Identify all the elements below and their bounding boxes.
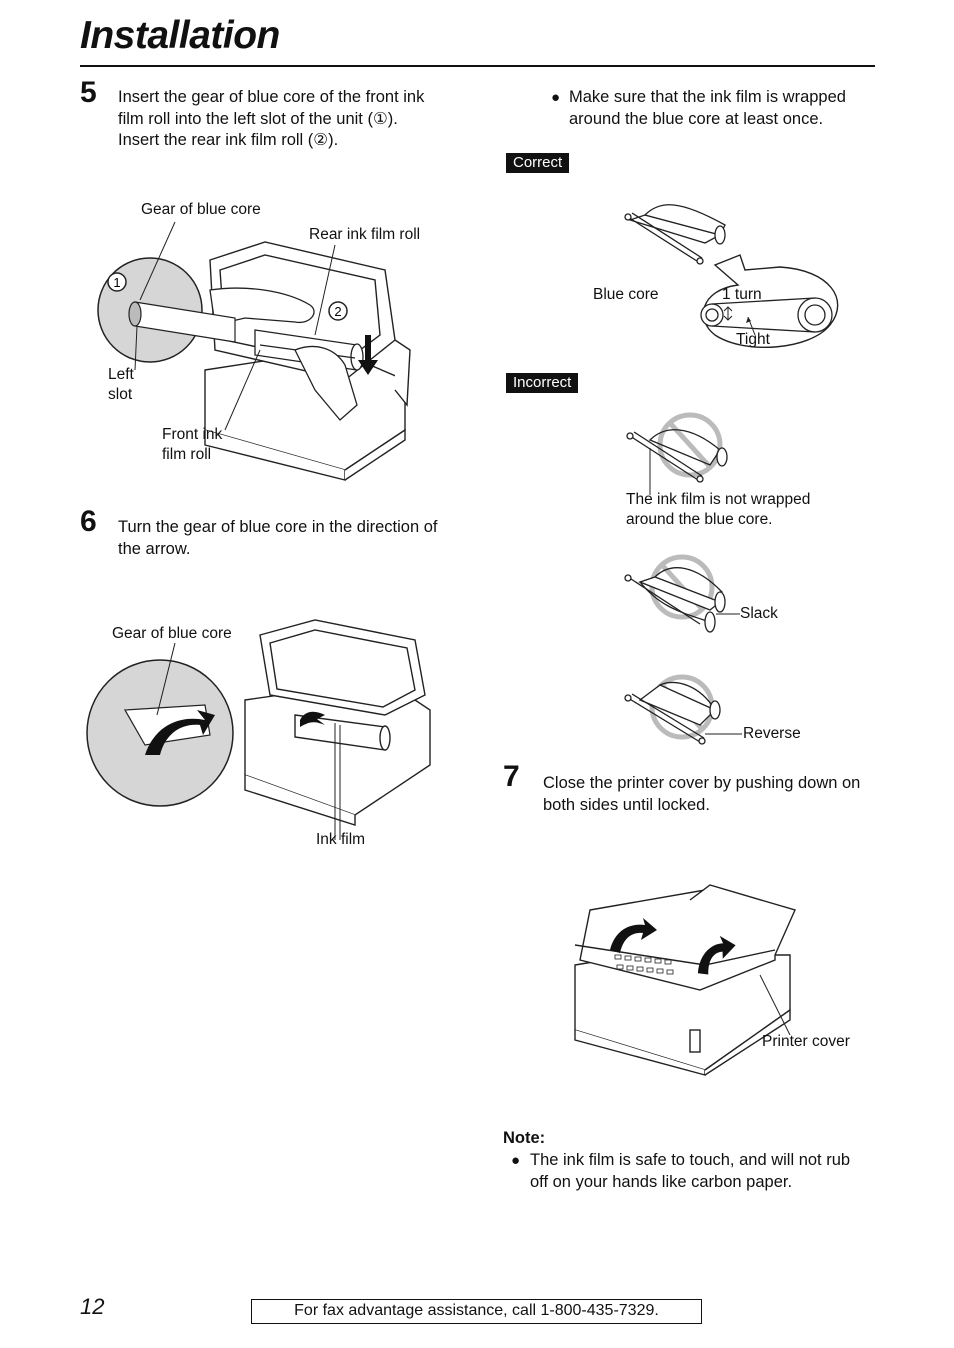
label-gear-of-blue-core: Gear of blue core [141,201,261,218]
note-bullet-dot: ● [511,1152,521,1169]
step-6-illustration [86,619,431,840]
label-tight: Tight [736,331,770,348]
step-5-number: 5 [80,76,97,109]
callout-2: 2 [334,304,341,319]
step-5-illustration: 1 2 [97,221,411,481]
step-6-text-line: the arrow. [118,539,191,558]
step-5-text: Insert the gear of blue core of the fron… [118,87,424,152]
header-rule [80,65,875,67]
incorrect-tag: Incorrect [506,373,579,393]
step-7-text-line: Close the printer cover by pushing down … [543,774,861,792]
step-7-text: Close the printer cover by pushing down … [543,773,860,816]
label-not-wrapped: The ink film is not wrapped around the b… [626,490,810,530]
label-reverse: Reverse [743,725,801,742]
note-text: The ink film is safe to touch, and will … [530,1150,850,1193]
label-one-turn: 1 turn [722,286,762,303]
label-line: Left [108,366,134,383]
label-line: around the blue core. [626,511,773,528]
step-7-number: 7 [503,760,520,793]
label-ink-film: Ink film [316,831,366,848]
step-6-text-line: Turn the gear of blue core in the direct… [118,518,438,536]
step-7-text-line: both sides until locked. [543,795,710,814]
incorrect-slack-illustration [624,554,740,633]
label-gear-of-blue-core-2: Gear of blue core [112,625,232,642]
label-front-ink-film-roll: Front ink film roll [162,425,222,465]
label-left-slot: Left slot [108,365,134,405]
label-line: slot [108,386,133,403]
label-slack: Slack [740,605,778,622]
label-rear-ink-film-roll: Rear ink film roll [309,226,421,243]
label-printer-cover: Printer cover [762,1033,850,1050]
page-number: 12 [80,1294,105,1319]
correct-illustration [624,204,839,349]
step-7-illustration [574,884,796,1076]
step-5-text-line: Insert the gear of blue core of the fron… [118,88,425,106]
bullet-text-line: Make sure that the ink film is wrapped [569,88,846,106]
bullet-text-line: around the blue core at least once. [569,109,824,128]
correct-tag: Correct [506,153,570,173]
step-5-text-line: film roll into the left slot of the unit… [118,109,398,128]
label-blue-core: Blue core [593,286,659,303]
incorrect-not-wrapped-illustration [626,412,728,495]
bullet-dot: ● [551,89,561,106]
note-heading: Note: [503,1129,546,1147]
callout-1: 1 [113,275,120,290]
label-line: Front ink [162,426,223,443]
note-text-line: off on your hands like carbon paper. [530,1172,793,1191]
incorrect-reverse-illustration [624,674,742,745]
bullet-text: Make sure that the ink film is wrapped a… [569,87,846,130]
step-6-text: Turn the gear of blue core in the direct… [118,517,438,560]
label-line: film roll [162,446,212,463]
step-5-text-line: Insert the rear ink film roll (②). [118,131,339,149]
label-line: The ink film is not wrapped [626,491,811,508]
assistance-box: For fax advantage assistance, call 1-800… [251,1299,702,1324]
note-text-line: The ink film is safe to touch, and will … [530,1151,851,1169]
step-6-number: 6 [80,505,97,538]
page-title: Installation [80,14,280,57]
